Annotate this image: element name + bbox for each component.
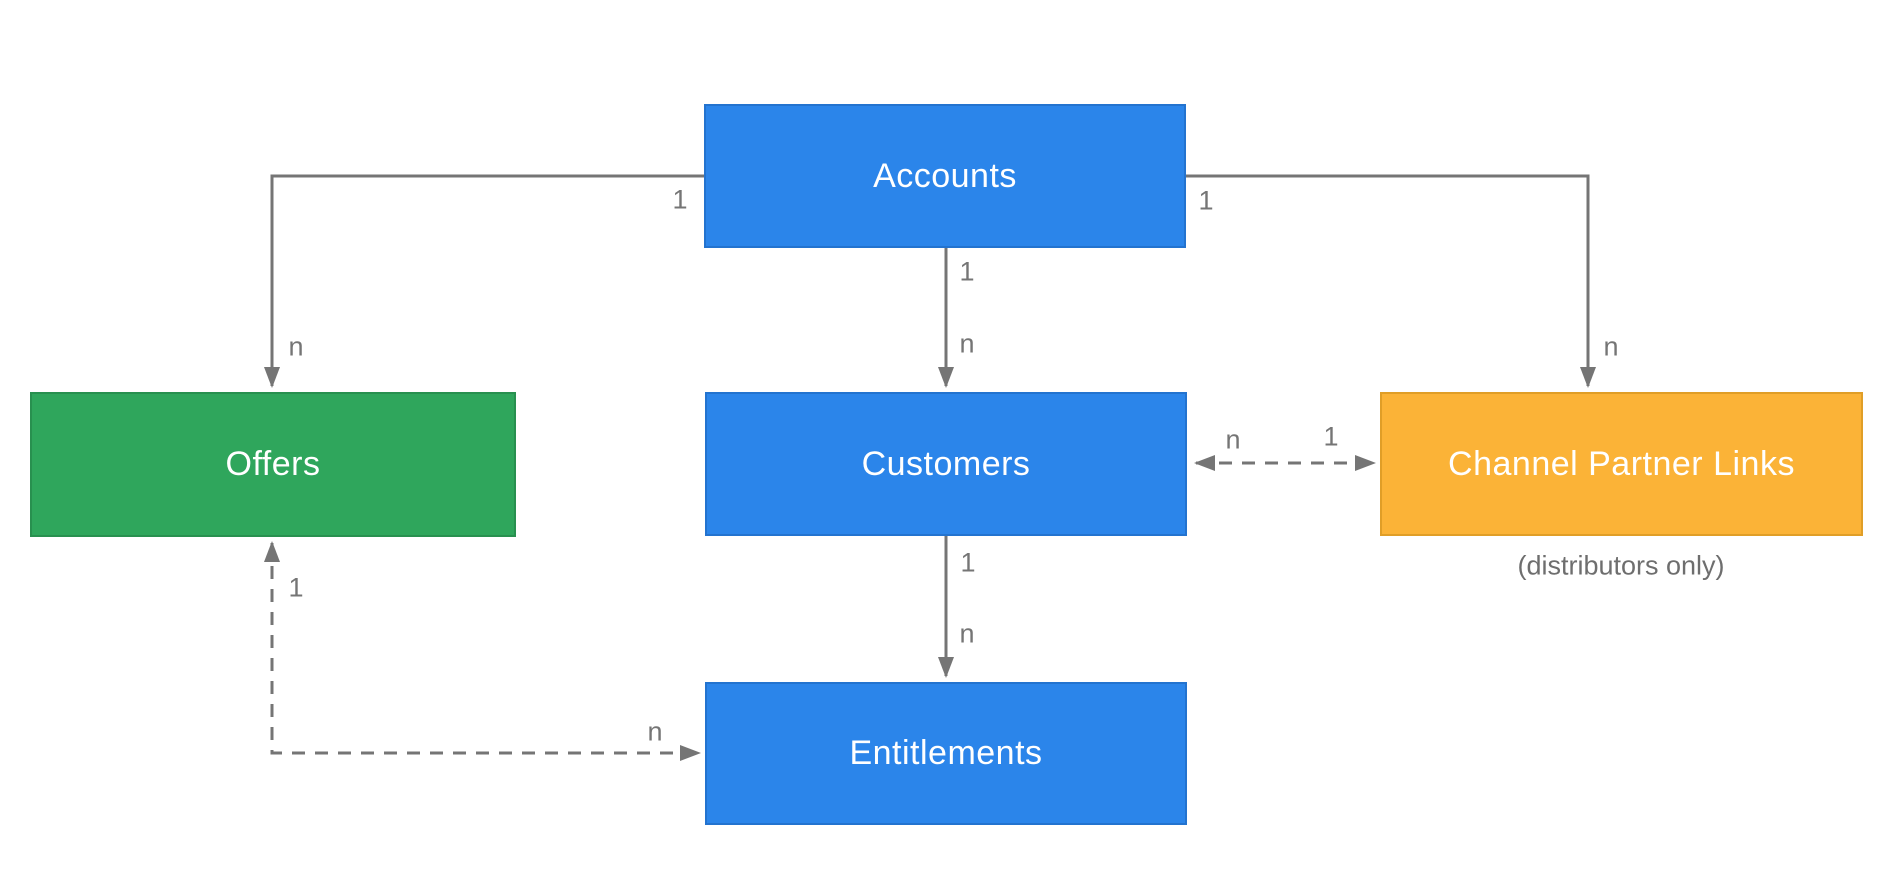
label-accounts-channel-partner-links-source: 1	[1198, 185, 1214, 216]
edge-accounts-channel-partner-links	[1186, 174, 1596, 388]
label-offers-entitlements-target: n	[647, 716, 663, 747]
node-channel-partner-links-label: Channel Partner Links	[1448, 444, 1795, 483]
label-customers-entitlements-source: 1	[960, 547, 976, 578]
edge-offers-entitlements	[264, 541, 701, 761]
node-accounts-label: Accounts	[873, 156, 1017, 195]
channel-partner-links-caption: (distributors only)	[1517, 550, 1725, 581]
node-accounts: Accounts	[704, 104, 1186, 248]
node-entitlements-label: Entitlements	[849, 734, 1043, 772]
label-accounts-offers-source: 1	[672, 184, 688, 215]
label-customers-entitlements-target: n	[959, 618, 975, 649]
label-offers-entitlements-source: 1	[288, 572, 304, 603]
node-customers: Customers	[705, 392, 1187, 536]
label-customers-channel-partner-links-source: n	[1225, 424, 1241, 455]
node-channel-partner-links: Channel Partner Links	[1380, 392, 1863, 536]
edge-accounts-offers	[264, 174, 704, 388]
label-accounts-offers-target: n	[288, 331, 304, 362]
node-entitlements: Entitlements	[705, 682, 1187, 825]
label-accounts-customers-source: 1	[959, 256, 975, 287]
label-customers-channel-partner-links-target: 1	[1323, 421, 1339, 452]
node-customers-label: Customers	[861, 444, 1031, 483]
label-accounts-customers-target: n	[959, 328, 975, 359]
node-offers-label: Offers	[225, 445, 321, 483]
label-accounts-channel-partner-links-target: n	[1603, 331, 1619, 362]
node-offers: Offers	[30, 392, 516, 537]
